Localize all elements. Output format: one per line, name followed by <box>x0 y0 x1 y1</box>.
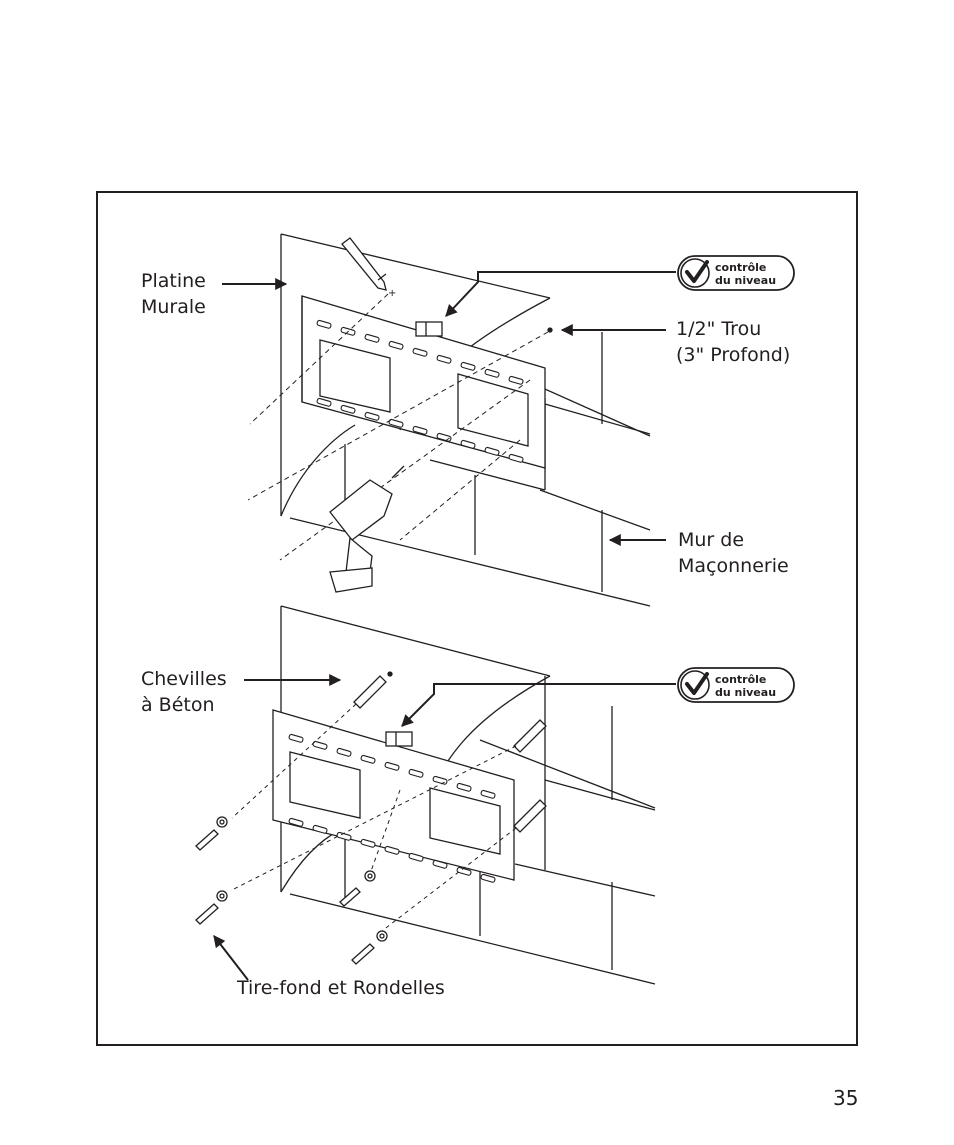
label-wall-plate: Platine Murale <box>141 270 206 318</box>
drill-icon <box>329 465 405 593</box>
figure-frame <box>96 191 858 1046</box>
top-wall-plate <box>301 295 546 469</box>
level-badge-bottom <box>677 667 795 703</box>
label-masonry-wall: Mur de Maçonnerie <box>678 529 789 577</box>
arrow-icon <box>213 271 676 981</box>
anchor-icons <box>353 675 547 833</box>
svg-text:+: + <box>388 288 396 299</box>
badge-bottom-line1: contrôle <box>715 673 766 686</box>
badge-top-line2: du niveau <box>715 274 776 287</box>
lag-bolt-icons <box>195 816 388 965</box>
level-icon <box>415 321 443 337</box>
badge-top-line1: contrôle <box>715 261 766 274</box>
page-number: 35 <box>833 1086 859 1110</box>
label-anchors: Chevilles à Béton <box>141 668 227 716</box>
pencil-icon <box>341 237 387 291</box>
bottom-wall-plate <box>272 709 515 883</box>
label-hole: 1/2" Trou (3" Profond) <box>676 318 791 366</box>
top-guide-lines <box>247 293 549 561</box>
level-badge-top <box>677 255 795 291</box>
badge-bottom-line2: du niveau <box>715 686 776 699</box>
label-lag-bolts: Tire-fond et Rondelles <box>237 977 445 999</box>
